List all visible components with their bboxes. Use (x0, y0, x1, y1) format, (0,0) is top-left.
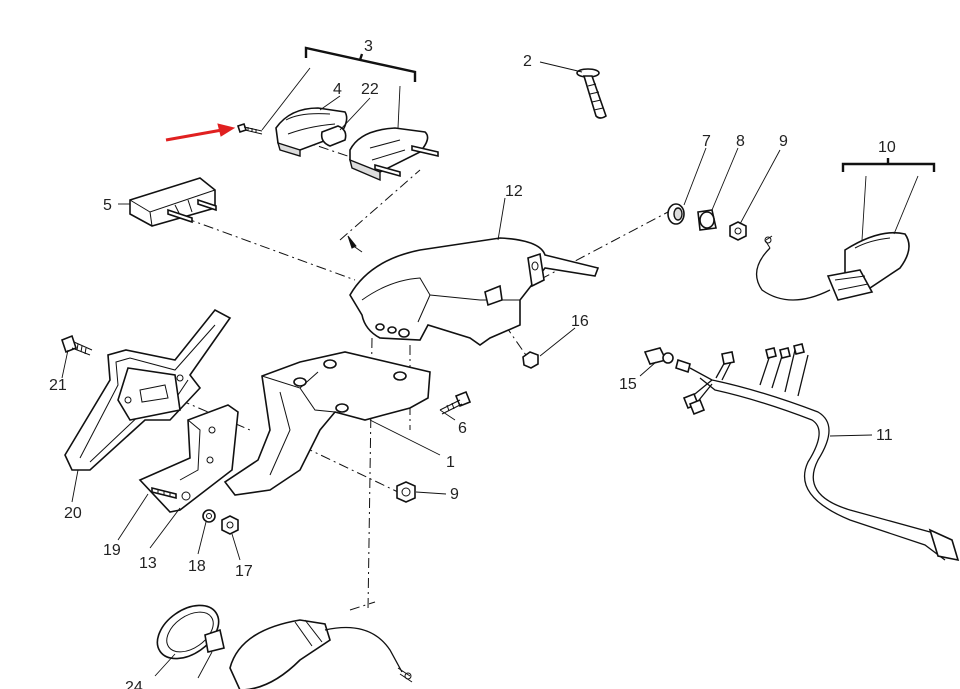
label-21: 21 (49, 377, 67, 394)
part-19-stud (151, 486, 177, 500)
label-15: 15 (619, 376, 637, 393)
label-5: 5 (103, 197, 112, 214)
part-2-rivet-clip (576, 68, 607, 119)
callout-labels: 3 2 4 22 5 12 7 8 9 10 16 15 11 21 6 1 9… (49, 38, 896, 689)
part-8-spacer (697, 209, 717, 231)
part-6-bolt (439, 390, 472, 415)
brace-10 (841, 158, 936, 172)
label-13: 13 (139, 555, 157, 572)
label-3: 3 (364, 38, 373, 55)
part-13-side-plate (138, 404, 239, 513)
brace-3 (304, 46, 417, 82)
part-17-nut (221, 515, 239, 535)
label-1: 1 (446, 454, 455, 471)
label-4: 4 (333, 81, 342, 98)
label-2: 2 (523, 53, 532, 70)
label-19: 19 (103, 542, 121, 559)
turn-signal-left-body (229, 619, 413, 689)
part-9-nut-top (729, 221, 747, 241)
part-16-nut (522, 351, 539, 369)
label-20: 20 (64, 505, 82, 522)
label-12: 12 (505, 183, 523, 200)
part-9-nut-lower (396, 481, 416, 503)
part-21-bolt (61, 334, 93, 356)
direction-arrow (347, 235, 363, 253)
label-8: 8 (736, 133, 745, 150)
part-1-main-bracket (223, 351, 431, 496)
label-22: 22 (361, 81, 379, 98)
part-7-grommet (667, 203, 685, 225)
highlight-arrow (165, 123, 236, 142)
label-10: 10 (878, 139, 896, 156)
part-10-turn-signal-right (755, 231, 910, 301)
label-11: 11 (876, 427, 893, 444)
label-17: 17 (235, 563, 253, 580)
label-24: 24 (125, 679, 143, 689)
part-20-plate-holder (64, 308, 232, 471)
part-12-rear-cover (349, 237, 600, 346)
leader-lines (61, 61, 919, 679)
label-6: 6 (458, 420, 467, 437)
label-16: 16 (571, 313, 589, 330)
label-7: 7 (702, 133, 711, 150)
part-18-washer (202, 509, 216, 523)
label-18: 18 (188, 558, 206, 575)
part-5-license-light (129, 177, 217, 227)
part-15-bulb (643, 347, 674, 365)
screw-small (236, 122, 263, 135)
label-9-lower: 9 (450, 486, 459, 503)
part-3-tail-light-housing (348, 127, 439, 182)
part-24-turn-signal-lens (156, 604, 225, 660)
part-11-wiring-harness (675, 343, 960, 562)
label-9-top: 9 (779, 133, 788, 150)
